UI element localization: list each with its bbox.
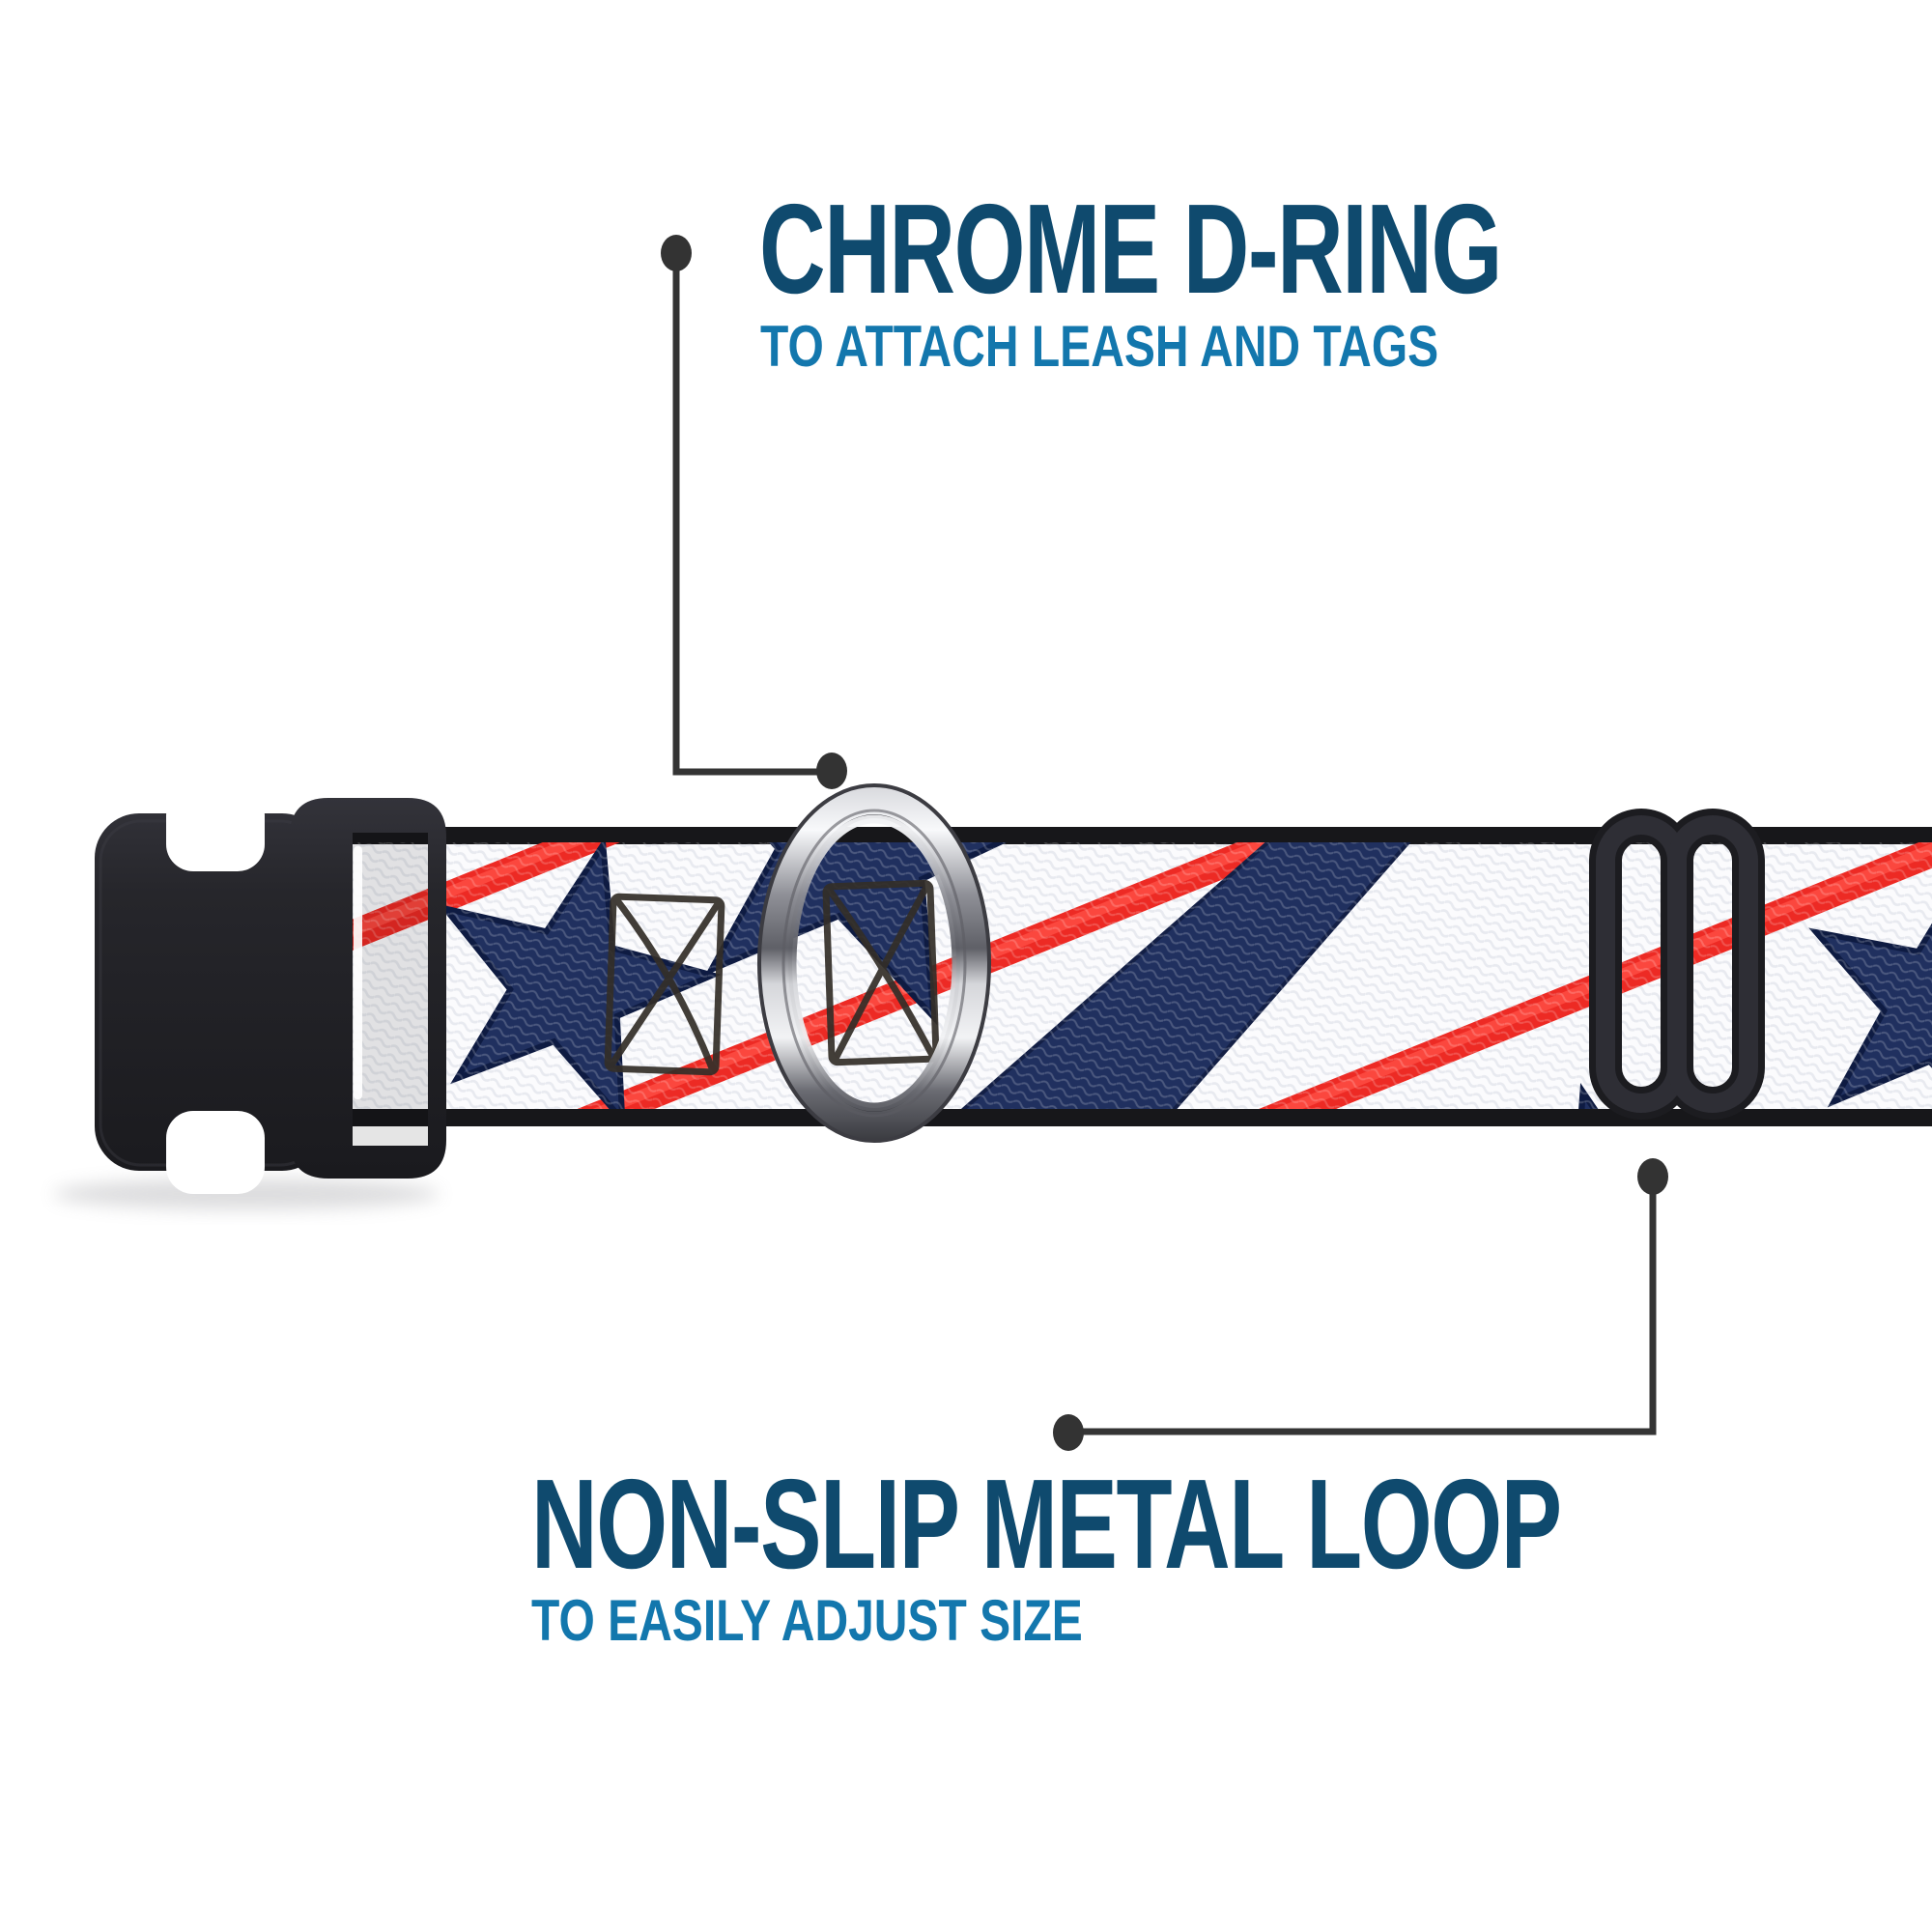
connector-bottom	[1053, 1158, 1668, 1451]
chrome-d-ring-icon	[757, 783, 991, 1143]
callout-top-title: CHROME D-RING	[759, 185, 1790, 313]
callout-top-subtitle: TO ATTACH LEASH AND TAGS	[760, 318, 1608, 376]
callout-dot	[661, 235, 692, 271]
callout-top-title-text: CHROME D-RING	[759, 178, 1502, 320]
callout-dot	[1637, 1158, 1668, 1195]
connector-top	[661, 235, 847, 789]
callout-dot	[816, 753, 847, 789]
callout-bottom-subtitle-text: TO EASILY ADJUST SIZE	[531, 1588, 1083, 1653]
callout-bottom-title-text: NON-SLIP METAL LOOP	[531, 1453, 1562, 1595]
stitch-box	[604, 893, 725, 1076]
callout-bottom-title: NON-SLIP METAL LOOP	[531, 1461, 1932, 1588]
metal-slider-loop-icon	[1589, 809, 1765, 1120]
callout-top-subtitle-text: TO ATTACH LEASH AND TAGS	[760, 314, 1439, 379]
buckle-shadow	[53, 1179, 440, 1209]
callout-bottom-subtitle: TO EASILY ADJUST SIZE	[531, 1592, 1221, 1650]
side-release-buckle-icon	[95, 788, 446, 1194]
stitch-box	[822, 879, 940, 1066]
callout-dot	[1053, 1414, 1084, 1451]
